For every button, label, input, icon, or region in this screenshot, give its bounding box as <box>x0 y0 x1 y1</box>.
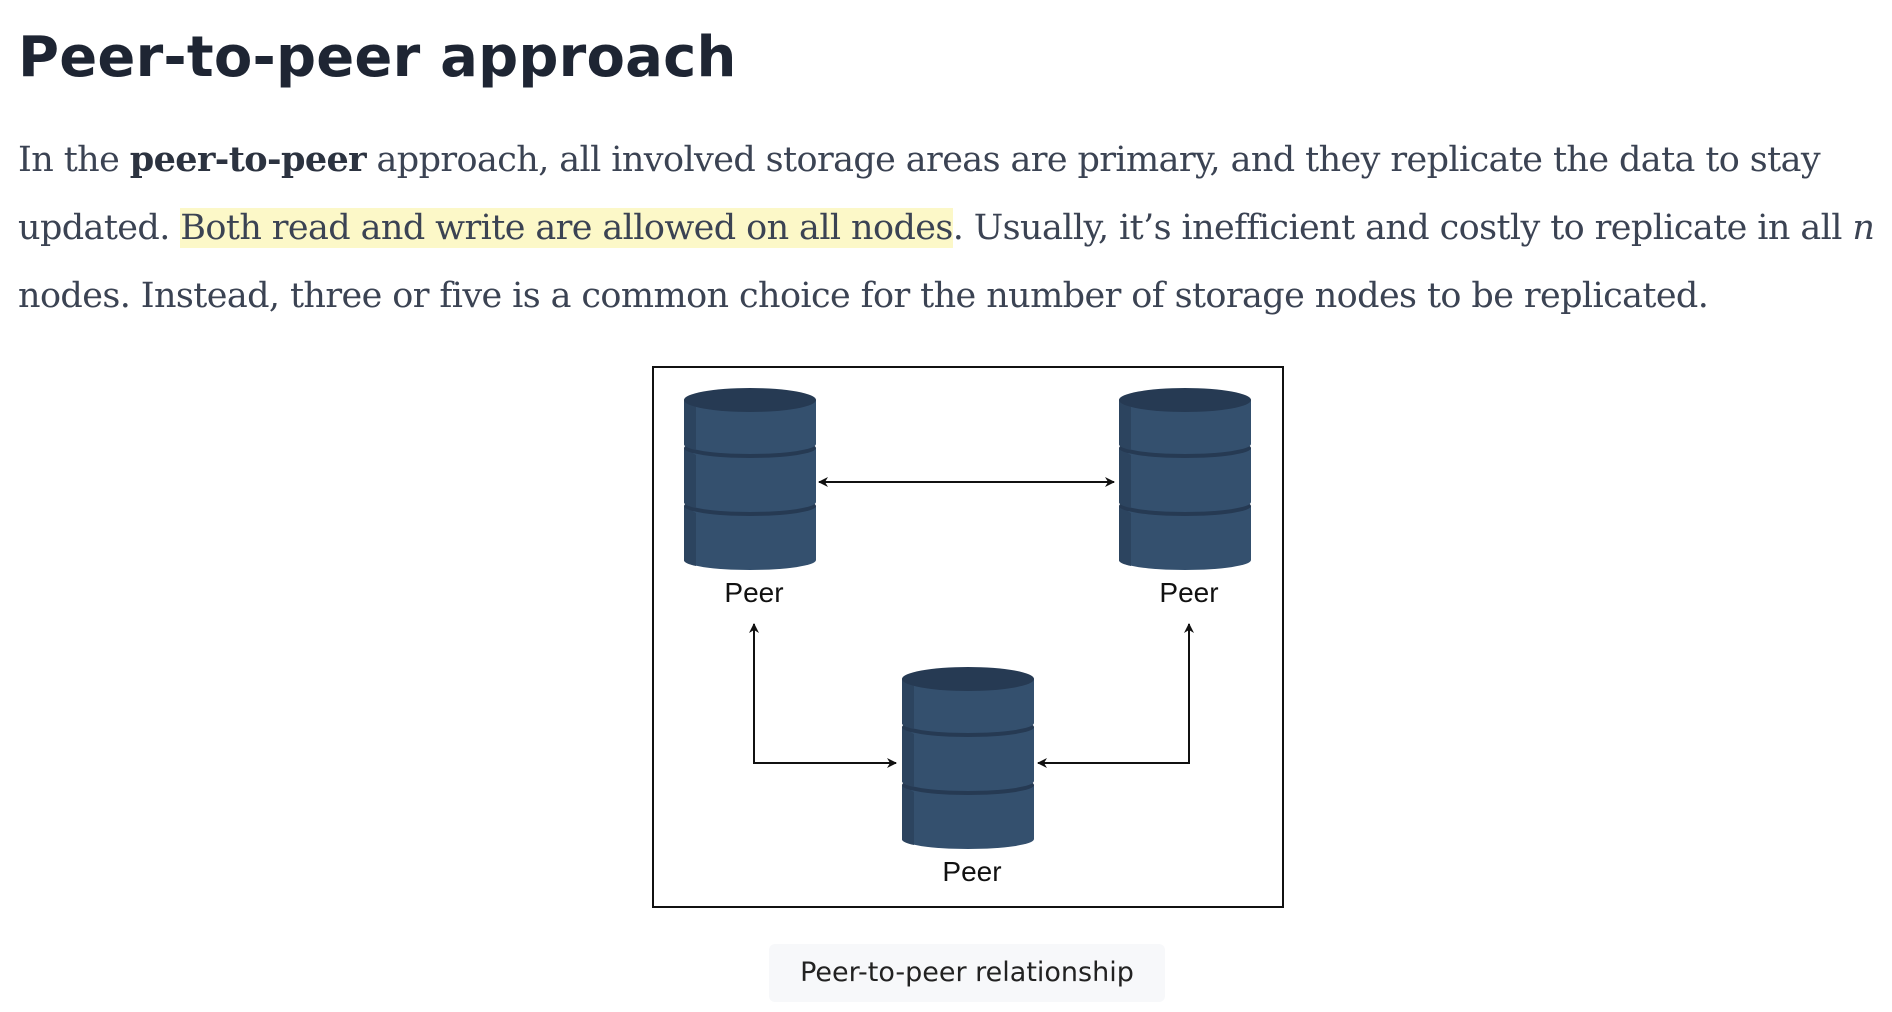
bidirectional-arrow <box>1037 623 1194 768</box>
database-icon <box>901 667 1034 849</box>
paragraph-text: nodes. Instead, three or five is a commo… <box>18 276 1709 316</box>
math-variable: n <box>1852 208 1875 248</box>
section-heading: Peer-to-peer approach <box>18 25 737 90</box>
bidirectional-arrow <box>749 623 897 768</box>
peer-label: Peer <box>724 577 783 608</box>
paragraph-text: . Usually, it’s inefficient and costly t… <box>952 208 1853 248</box>
body-paragraph: In the peer-to-peer approach, all involv… <box>18 126 1886 330</box>
database-icon <box>1118 388 1251 570</box>
peer-label: Peer <box>942 856 1001 887</box>
peer-label: Peer <box>1159 577 1218 608</box>
diagram-canvas: Peer Peer Peer <box>683 388 1251 887</box>
paragraph-text: In the <box>18 140 130 180</box>
highlighted-text[interactable]: Both read and write are allowed on all n… <box>180 208 953 248</box>
figure-caption: Peer-to-peer relationship <box>769 944 1165 1002</box>
paragraph-text: approach, all involved storage areas are… <box>18 140 1821 248</box>
peer-to-peer-diagram: Peer Peer Peer <box>652 366 1284 908</box>
bold-term: peer-to-peer <box>129 139 367 180</box>
database-icon <box>683 388 816 570</box>
